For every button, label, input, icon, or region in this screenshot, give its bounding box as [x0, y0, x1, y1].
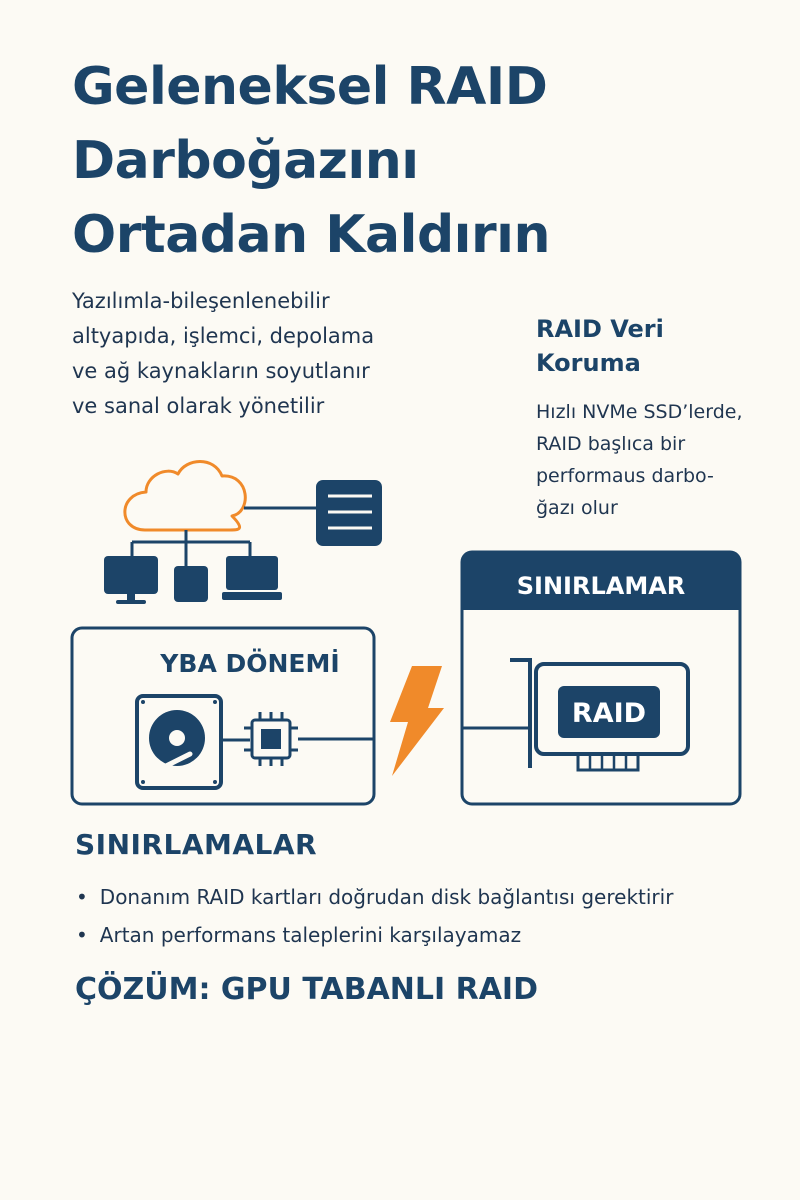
tablet-icon — [174, 566, 208, 602]
side-heading-line: RAID Veri — [536, 315, 664, 343]
limitations-list: Donanım RAID kartları doğrudan disk bağl… — [76, 878, 800, 954]
monitor-icon — [104, 556, 158, 604]
yba-donemi-box: YBA DÖNEMİ — [70, 626, 376, 806]
lightning-icon — [390, 666, 444, 776]
intro-line: Yazılımla-bileşenlenebilir — [72, 289, 330, 313]
list-item: Artan performans taleplerini karşılayama… — [76, 916, 800, 954]
limitations-heading: SINIRLAMALAR — [75, 828, 318, 861]
raid-card-label: RAID — [572, 698, 646, 729]
intro-line: altyapıda, işlemci, depolama — [72, 324, 375, 348]
side-text: Hızlı NVMe SSD’lerde, RAID başlıca bir p… — [536, 396, 786, 524]
page-title: Geleneksel RAID Darboğazını Ortadan Kald… — [72, 50, 772, 272]
list-item: Donanım RAID kartları doğrudan disk bağl… — [76, 878, 800, 916]
side-heading: RAID Veri Koruma — [536, 312, 776, 380]
raid-card-icon — [510, 658, 690, 772]
sinirlamar-box: SINIRLAMAR — [460, 550, 742, 806]
side-text-line: performaus darbo- — [536, 465, 714, 487]
hard-drive-icon — [135, 694, 223, 790]
laptop-icon — [222, 556, 282, 600]
side-text-line: RAID başlıca bir — [536, 433, 686, 455]
intro-line: ve sanal olarak yönetilir — [72, 394, 325, 418]
title-line: Darboğazını — [72, 131, 419, 191]
cpu-chip-icon — [244, 712, 298, 766]
intro-text: Yazılımla-bileşenlenebilir altyapıda, iş… — [72, 284, 452, 424]
solution-heading: ÇÖZÜM: GPU TABANLI RAID — [75, 972, 538, 1007]
title-line: Geleneksel RAID — [72, 57, 548, 117]
cloud-icon — [123, 460, 247, 532]
side-text-line: ğazı olur — [536, 497, 618, 519]
server-icon — [316, 480, 382, 546]
right-box-header: SINIRLAMAR — [517, 572, 686, 600]
title-line: Ortadan Kaldırın — [72, 205, 550, 265]
side-heading-line: Koruma — [536, 349, 641, 377]
side-text-line: Hızlı NVMe SSD’lerde, — [536, 401, 743, 423]
network-lines — [130, 506, 316, 566]
intro-line: ve ağ kaynakların soyutlanır — [72, 359, 370, 383]
left-box-label: YBA DÖNEMİ — [159, 648, 339, 678]
